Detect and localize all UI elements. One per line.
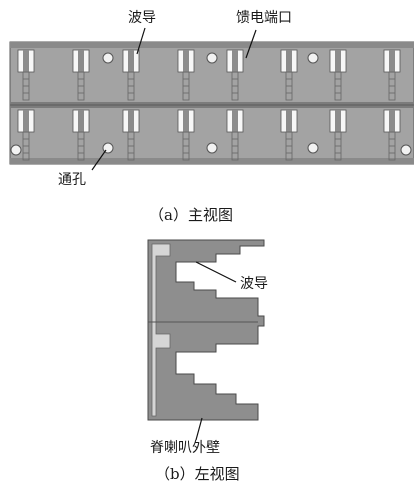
through-hole [400,144,412,156]
caption-side-view: （b）左视图 [155,465,240,483]
side-channel [151,243,171,417]
slot-ridge [286,110,292,132]
front-view [9,27,414,171]
label-ridge-horn-wall: 脊喇叭外壁 [150,440,220,456]
through-hole [307,142,319,154]
slot-ridge [183,50,189,72]
front-bottom-band [10,158,414,164]
label-waveguide-b: 波导 [240,276,268,292]
slot-ridge [389,50,395,72]
caption-front-view: （a）主视图 [149,206,233,224]
through-hole [206,142,218,154]
leader-ridge-horn-wall [195,417,203,441]
label-feed-port: 馈电端口 [236,10,292,26]
slot-ridge [335,110,341,132]
leader-feed-port [245,29,257,59]
slot-ridge [232,50,238,72]
front-top-band [10,42,414,48]
slot-ridge [389,110,395,132]
leader-waveguide-a [136,27,146,55]
leader-through-hole [91,149,107,171]
label-waveguide-a: 波导 [128,10,156,26]
side-body [147,239,265,421]
through-hole [10,144,22,156]
slot-ridge [78,110,84,132]
through-hole [206,52,218,64]
slot-row-top [17,49,401,101]
slot-ridge [128,50,134,72]
slot-ridge [78,50,84,72]
slot-ridge [335,50,341,72]
slot-ridge [128,110,134,132]
through-hole [102,52,114,64]
label-through-hole: 通孔 [58,172,86,188]
slot-ridge [232,110,238,132]
slot-ridge [23,50,29,72]
slot-ridge [23,110,29,132]
through-hole [307,52,319,64]
slot-row-bottom [17,109,401,161]
slot-ridge [183,110,189,132]
leader-waveguide-b [195,261,237,283]
slot-ridge [286,50,292,72]
side-view [147,239,265,441]
